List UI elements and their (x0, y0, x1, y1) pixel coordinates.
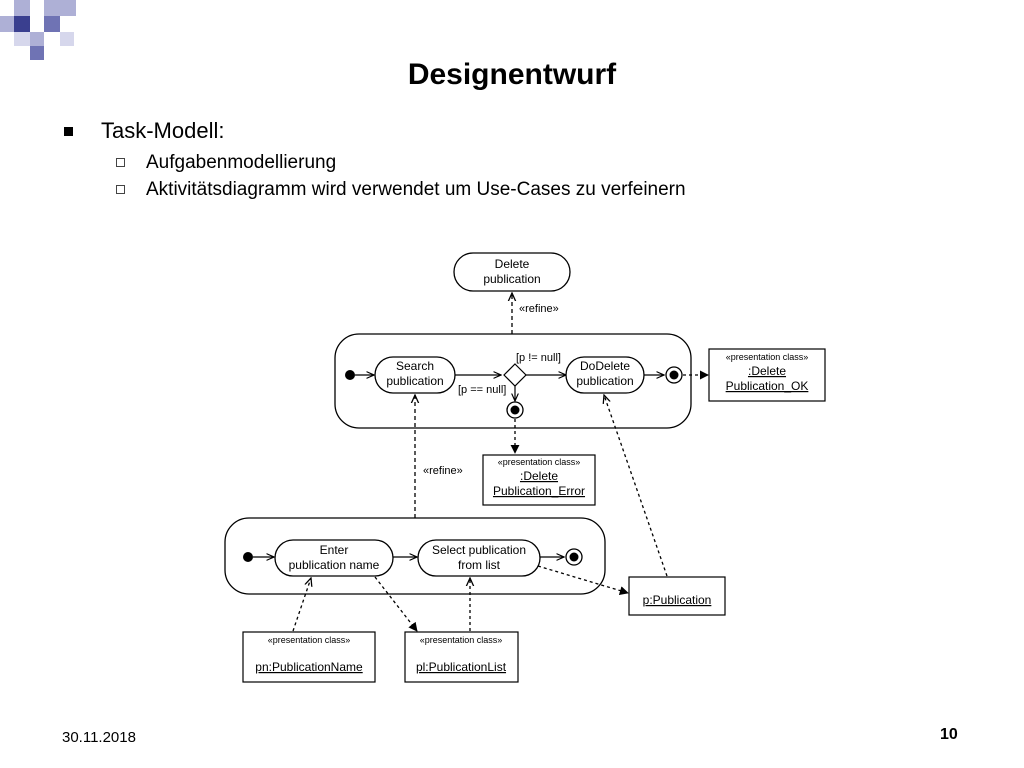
search-label-line2: publication (386, 374, 443, 388)
guard-not-null: [p != null] (516, 352, 561, 364)
lower-activity-container (224, 517, 606, 595)
presentation-class-publication-list: «presentation class» pl:PublicationList (404, 631, 519, 683)
slide-title: Designentwurf (407, 58, 617, 91)
initial-node-lower (243, 552, 253, 562)
edge-enter-list (374, 576, 418, 632)
object-name-line1: :Delete (748, 364, 786, 378)
object-name-line1: :Delete (520, 469, 558, 483)
search-label-line1: Search (396, 359, 434, 373)
sub-bullet-text: Aufgabenmodellierung (146, 152, 337, 173)
stereotype-label: «presentation class» (268, 635, 351, 645)
guard-null: [p == null] (458, 384, 506, 396)
usecase-label-line2: publication (483, 272, 540, 286)
action-enter-publication-name: Enter publication name (274, 539, 394, 577)
bullet-text: Task-Modell: (101, 118, 225, 143)
dodelete-label-line2: publication (576, 374, 633, 388)
object-name: pl:PublicationList (416, 660, 507, 674)
presentation-class-delete-ok: «presentation class» :Delete Publication… (708, 348, 826, 402)
page-number: 10 (940, 726, 958, 743)
enter-label-line2: publication name (289, 558, 380, 572)
object-name-line2: Publication_Error (493, 484, 585, 498)
presentation-class-delete-error: «presentation class» :Delete Publication… (482, 454, 596, 506)
object-name-line2: Publication_OK (726, 379, 809, 393)
hollow-square-bullet-icon (116, 158, 125, 167)
select-label-line2: from list (458, 558, 501, 572)
dodelete-label-line1: DoDelete (580, 359, 630, 373)
footer-date: 30.11.2018 (62, 729, 136, 746)
usecase-delete-publication: Delete publication (453, 252, 571, 292)
object-p-publication: p:Publication (628, 576, 726, 616)
initial-node-upper (345, 370, 355, 380)
stereotype-label: «presentation class» (498, 457, 581, 467)
sub-bullet-text: Aktivitätsdiagramm wird verwendet um Use… (146, 179, 686, 200)
stereotype-label: «presentation class» (420, 635, 503, 645)
presentation-class-publication-name: «presentation class» pn:PublicationName (242, 631, 376, 683)
object-name: pn:PublicationName (255, 660, 363, 674)
edge-publication-dodelete (604, 395, 668, 577)
corner-decoration (0, 0, 90, 62)
stereotype-label: «presentation class» (726, 352, 809, 362)
refine-top-label: «refine» (519, 303, 559, 315)
edge-name-enter (292, 578, 311, 632)
action-search-publication: Search publication (374, 356, 456, 394)
hollow-square-bullet-icon (116, 185, 125, 194)
upper-activity-container (334, 333, 692, 429)
usecase-label-line1: Delete (495, 257, 530, 271)
action-dodelete-publication: DoDelete publication (565, 356, 645, 394)
object-name: p:Publication (643, 593, 712, 607)
refine-mid-label: «refine» (423, 465, 463, 477)
square-bullet-icon (64, 127, 73, 136)
decision-node (503, 363, 527, 387)
enter-label-line1: Enter (320, 543, 349, 557)
action-select-publication: Select publication from list (417, 539, 541, 577)
edge-select-publication (537, 565, 629, 596)
select-label-line1: Select publication (432, 543, 526, 557)
